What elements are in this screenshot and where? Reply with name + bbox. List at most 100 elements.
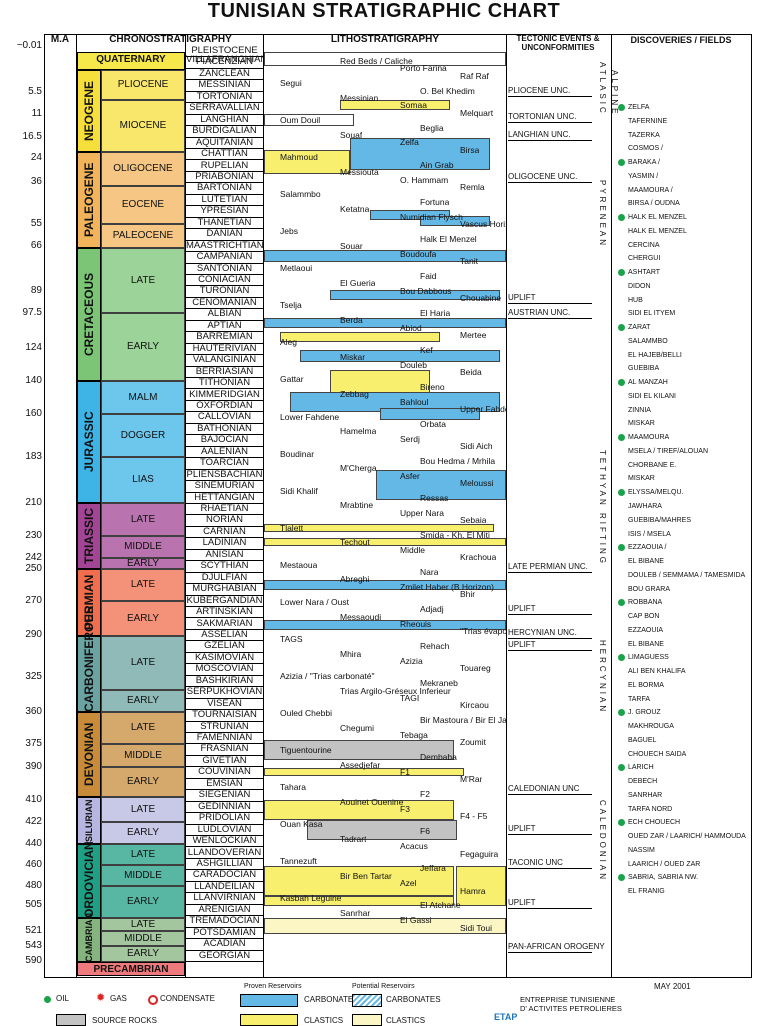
oil-icon xyxy=(618,709,625,717)
formation-label: Trias Argilo-Gréseux Inferieur xyxy=(340,685,451,696)
formation-label: Zoumit xyxy=(460,737,486,748)
stage-label: SANTONIAN xyxy=(186,263,263,275)
stage-label: ANISIAN xyxy=(186,549,263,562)
field-label: HALK EL MENZEL xyxy=(628,227,687,235)
litho-block xyxy=(264,866,454,896)
unconformity-line xyxy=(508,908,592,909)
chart-frame xyxy=(44,34,752,978)
unconformity-label: PAN-AFRICAN OROGENY xyxy=(508,942,605,951)
formation-label: F3 xyxy=(400,804,410,815)
stage-label: FRASNIAN xyxy=(186,744,263,756)
formation-label: Dembaba xyxy=(420,752,457,763)
field-label: EL HAJEB/BELLI xyxy=(628,351,682,359)
formation-label: Asfer xyxy=(400,470,420,481)
stage-label: BASHKIRIAN xyxy=(186,675,263,688)
stage-label: WENLOCKIAN xyxy=(186,836,263,848)
series-label: EARLY xyxy=(126,341,160,352)
formation-label: Sebaia xyxy=(460,515,487,526)
series-band xyxy=(101,248,185,313)
unconformity-label: LANGHIAN UNC. xyxy=(508,130,571,139)
unconformity-label: PLIOCENE UNC. xyxy=(508,86,571,95)
field-label: DOULEB / SEMMAMA / TAMESMIDA xyxy=(628,571,746,579)
formation-label: Ressas xyxy=(420,493,449,503)
system-label: CARBONIFEROUS xyxy=(82,605,96,712)
series-label: LATE xyxy=(130,657,156,668)
formation-label: Douleb xyxy=(400,359,427,370)
formation-label: Mekraneb xyxy=(420,678,458,689)
formation-label: Souaf xyxy=(340,130,363,141)
field-label: EL BIBANE xyxy=(628,640,664,648)
formation-label: Abiod xyxy=(400,322,422,333)
system-band-cambrian xyxy=(77,918,101,962)
formation-label: Azizia xyxy=(400,655,423,666)
series-band xyxy=(101,186,185,224)
header-tectonic: TECTONIC EVENTS & UNCONFORMITIES xyxy=(516,34,600,52)
unconformity-label: TACONIC UNC xyxy=(508,858,563,867)
field-label: YASMIN / xyxy=(628,172,659,180)
field-label: EL BORMA xyxy=(628,681,664,689)
age-label: 325 xyxy=(25,671,42,682)
formation-label: Sidi Toui xyxy=(460,922,492,933)
series-label: LATE xyxy=(130,803,156,815)
stage-label: ASSELIAN xyxy=(186,629,263,642)
stage-label: NORIAN xyxy=(186,515,263,527)
stage-label: ARENIGIAN xyxy=(186,904,263,917)
stage-label: RHAETIAN xyxy=(186,504,263,516)
formation-label: Bir Mastoura / Bir El Jaja xyxy=(420,715,506,726)
unconformity-line xyxy=(508,868,592,869)
unconformity-label: CALEDONIAN UNC xyxy=(508,784,580,793)
series-label: LIAS xyxy=(132,474,154,485)
field-label: EZZAOUIA xyxy=(628,626,664,634)
formation-label: Melquart xyxy=(460,107,494,118)
unconformity-label: UPLIFT xyxy=(508,898,536,907)
formation-label: Tselja xyxy=(280,300,302,311)
stage-label: BERRIASIAN xyxy=(186,366,263,379)
header-litho: LITHOSTRATIGRAPHY xyxy=(330,34,440,45)
system-label: SILURIAN xyxy=(84,799,94,842)
age-label: 460 xyxy=(25,859,42,870)
age-label: 160 xyxy=(25,408,42,419)
series-label: LATE xyxy=(130,722,156,733)
formation-label: Sidi Aich xyxy=(460,441,493,452)
oil-icon xyxy=(618,269,625,277)
formation-label: Salammbo xyxy=(280,189,321,200)
stage-label: POTSDAMIAN xyxy=(186,927,263,940)
formation-label: Segui xyxy=(280,78,302,89)
formation-label: El Haria xyxy=(420,307,451,318)
field-label: NASSIM xyxy=(628,846,655,854)
series-label: MIOCENE xyxy=(119,120,167,131)
legend-gas: GAS xyxy=(110,994,127,1003)
stage-label: THANETIAN xyxy=(186,217,263,230)
field-label: DEBECH xyxy=(628,778,658,786)
age-label: 66 xyxy=(30,240,42,251)
system-band-jurassic xyxy=(77,381,101,503)
unconformity-label: HERCYNIAN UNC. xyxy=(508,628,577,637)
system-label: ORDOVICIAN xyxy=(82,841,96,918)
oil-icon xyxy=(618,214,625,222)
formation-label: Messinian xyxy=(340,93,379,104)
formation-label: Faid xyxy=(420,270,437,281)
system-band-carboniferous xyxy=(77,636,101,712)
unconformity-line xyxy=(508,122,592,123)
formation-label: Messaoudi xyxy=(340,611,382,622)
oil-icon xyxy=(618,379,625,387)
stage-label: LLANDEILIAN xyxy=(186,881,263,894)
unconformity-label: UPLIFT xyxy=(508,640,536,649)
formation-label: F6 xyxy=(420,826,430,837)
divider-tectonic xyxy=(611,34,612,978)
litho-block xyxy=(264,800,454,820)
formation-label: Tadrart xyxy=(340,833,367,844)
divider-ma xyxy=(76,34,77,978)
formation-label: Boudoufa xyxy=(400,248,437,259)
stage-label: COUVINIAN xyxy=(186,767,263,779)
field-label: ISIS / MSELA xyxy=(628,530,671,538)
series-label: EARLY xyxy=(126,612,160,624)
series-label: EARLY xyxy=(126,948,160,959)
field-label: MAAMOURA / xyxy=(628,186,673,194)
series-band xyxy=(101,224,185,248)
age-label: 422 xyxy=(25,816,42,827)
system-label: CAMBRIAN xyxy=(84,913,94,962)
series-band xyxy=(101,712,185,744)
etap-logo: ETAP xyxy=(494,1012,518,1022)
oil-icon xyxy=(618,874,625,882)
